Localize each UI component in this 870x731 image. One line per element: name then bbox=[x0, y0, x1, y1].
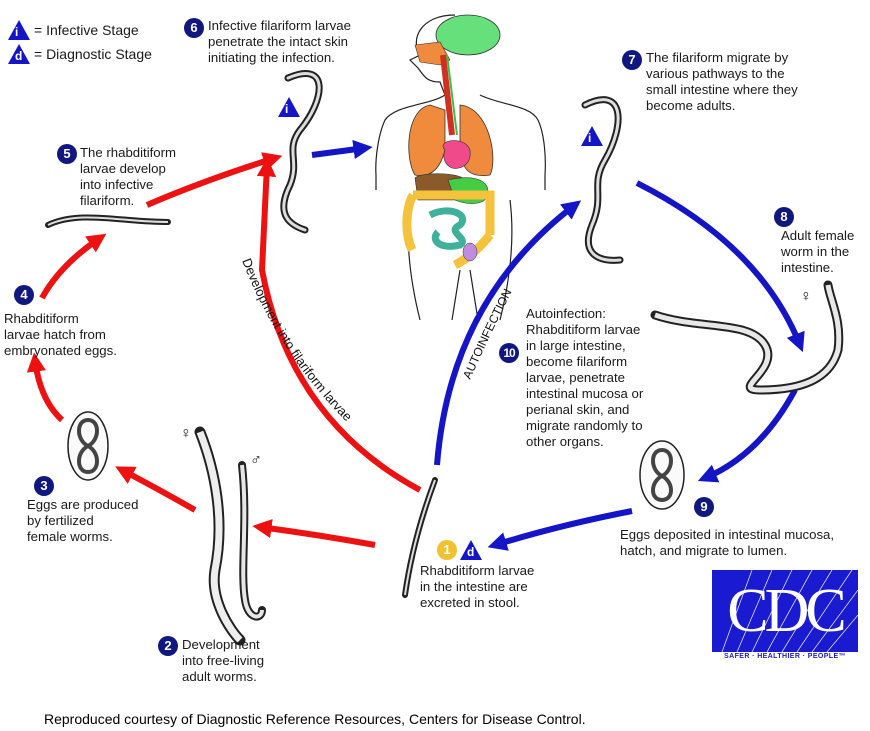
stage-badge-10: 10 bbox=[499, 343, 519, 363]
stage-3-text: Eggs are produced by fertilized female w… bbox=[27, 497, 139, 544]
cdc-logo-rays bbox=[721, 570, 858, 652]
infective-symbol: i bbox=[588, 131, 592, 145]
infective-symbol: i bbox=[15, 25, 19, 39]
attribution-caption: Reproduced courtesy of Diagnostic Refere… bbox=[44, 711, 586, 727]
worm-illustrations bbox=[45, 70, 844, 646]
human-body-illustration bbox=[375, 14, 546, 321]
diagnostic-stage-icon: d bbox=[8, 44, 30, 64]
legend-infective-label: = Infective Stage bbox=[34, 22, 139, 38]
stage-8-text: Adult female worm in the intestine. bbox=[781, 228, 855, 275]
stage-2-text: Development into free-living adult worms… bbox=[182, 637, 265, 684]
stage-badge-6: 6 bbox=[184, 18, 204, 38]
stage-7-text: The filariform migrate by various pathwa… bbox=[646, 50, 798, 113]
stage-badge-2: 2 bbox=[158, 636, 178, 656]
female-symbol: ♀ bbox=[180, 425, 192, 442]
cdc-wordmark: CDC bbox=[727, 577, 846, 645]
stage-badge-4: 4 bbox=[14, 285, 34, 305]
stage-badge-5: 5 bbox=[57, 144, 77, 164]
stage-5-text: The rhabditiform larvae develop into inf… bbox=[80, 145, 177, 208]
arrow-direct-development bbox=[256, 157, 422, 493]
stage-badge-8: 8 bbox=[774, 207, 794, 227]
arrow-autoinfection bbox=[434, 200, 582, 466]
cdc-logo-box: CDC bbox=[712, 570, 858, 652]
cdc-logo: CDC SAFER · HEALTHIER · PEOPLE™ bbox=[712, 570, 858, 662]
infective-stage-icon: i bbox=[278, 97, 300, 117]
development-into-filariform-label: Development into filariform larvae bbox=[239, 256, 355, 424]
diagnostic-symbol: d bbox=[15, 49, 23, 63]
stage-10-text: Autoinfection: Rhabditiform larvae in la… bbox=[526, 306, 644, 449]
stage-badge-1: 1 bbox=[437, 540, 457, 560]
infective-symbol: i bbox=[285, 102, 289, 116]
free-living-cycle-arrows bbox=[26, 152, 422, 548]
arrow-9-to-1 bbox=[487, 508, 633, 551]
stage-1-text: Rhabditiform larvae in the intestine are… bbox=[420, 563, 535, 610]
legend-diagnostic-label: = Diagnostic Stage bbox=[34, 46, 152, 62]
arrow-1-to-2 bbox=[252, 519, 376, 548]
arrow-6-to-body bbox=[311, 139, 373, 160]
stage-9-text: Eggs deposited in intestinal mucosa, hat… bbox=[620, 527, 835, 558]
arrow-7-to-8 bbox=[635, 180, 805, 353]
arrow-3-to-4 bbox=[26, 352, 65, 423]
infective-stage-icon: i bbox=[581, 126, 603, 146]
stage-badge-7: 7 bbox=[622, 50, 642, 70]
stage-6-text: Infective filariform larvae penetrate th… bbox=[208, 18, 351, 65]
arrow-2-to-3 bbox=[115, 466, 197, 513]
diagnostic-stage-icon: d bbox=[460, 540, 482, 560]
male-symbol: ♂ bbox=[250, 452, 262, 469]
female-symbol: ♀ bbox=[800, 288, 812, 305]
egg-illustrations bbox=[67, 411, 685, 510]
diagnostic-symbol: d bbox=[467, 545, 475, 559]
stage-4-text: Rhabditiform larvae hatch from embryonat… bbox=[4, 311, 117, 358]
parasitic-cycle-arrows bbox=[311, 139, 805, 551]
arrow-8-to-9 bbox=[697, 388, 798, 483]
infective-stage-icon: i bbox=[8, 20, 30, 40]
arrow-4-to-5 bbox=[39, 233, 107, 300]
stage-badge-3: 3 bbox=[34, 476, 54, 496]
cdc-tagline: SAFER · HEALTHIER · PEOPLE™ bbox=[724, 653, 846, 660]
stage-badge-9: 9 bbox=[694, 497, 714, 517]
